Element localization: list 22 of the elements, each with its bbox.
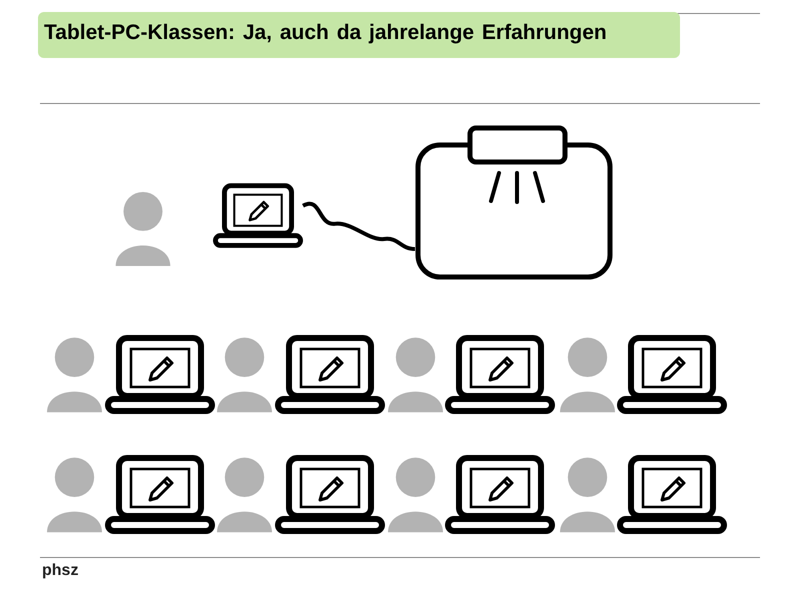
laptop-icon xyxy=(445,455,555,535)
laptop-icon xyxy=(617,335,727,415)
footer-text: phsz xyxy=(42,562,78,580)
person-icon xyxy=(388,335,443,413)
laptop-icon xyxy=(105,455,215,535)
person-icon xyxy=(388,455,443,533)
laptop-icon xyxy=(445,335,555,415)
person-icon xyxy=(217,335,272,413)
cable xyxy=(302,202,416,251)
laptop-icon xyxy=(617,455,727,535)
laptop-icon xyxy=(105,335,215,415)
laptop-icon xyxy=(213,182,303,250)
laptop-icon xyxy=(275,455,385,535)
person-icon xyxy=(47,455,102,533)
person-icon xyxy=(217,455,272,533)
projection-screen-drawing xyxy=(415,125,613,280)
laptop-icon xyxy=(275,335,385,415)
person-icon xyxy=(560,335,615,413)
person-icon xyxy=(47,335,102,413)
person-icon xyxy=(560,455,615,533)
slide-title: Tablet-PC-Klassen: Ja, auch da jahrelange Erfahrungen xyxy=(38,12,680,58)
person-icon xyxy=(115,190,171,266)
